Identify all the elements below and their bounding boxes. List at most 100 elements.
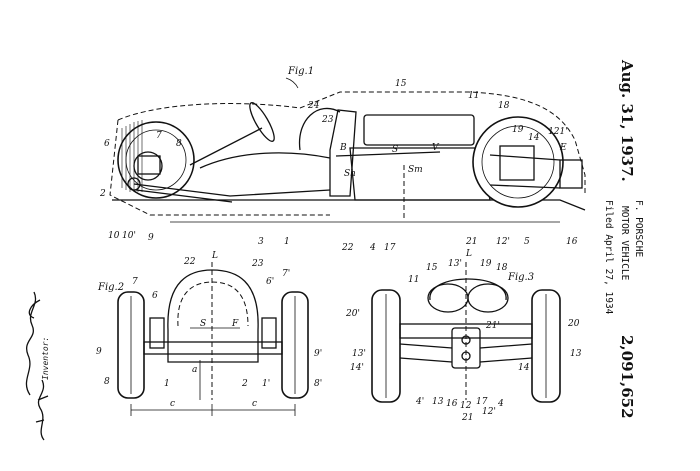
inventor-label: Inventor: xyxy=(41,337,50,380)
fig1-label-22: 22 xyxy=(341,243,354,253)
fig1-label-V: V xyxy=(432,143,440,153)
fig2-label-S: S xyxy=(200,319,206,329)
fig2-label-22: 22 xyxy=(183,257,196,267)
fig3-label-12: 12 xyxy=(460,401,472,411)
fig2-label-1: 1 xyxy=(164,379,170,389)
fig3-label-20: 20 xyxy=(567,319,580,329)
radiator-hatch xyxy=(121,120,143,192)
engine-block xyxy=(349,147,491,201)
fig3-label-21: 21 xyxy=(461,413,473,423)
fig1-label-12p: 12' xyxy=(496,237,510,247)
fig3-label-13: 13 xyxy=(570,349,582,359)
fig3-label-19: 19 xyxy=(480,259,492,269)
fig2-label-F: F xyxy=(231,319,239,329)
fig3-label-4p: 4' xyxy=(415,397,424,407)
steering-rod xyxy=(199,152,331,169)
engine-cover xyxy=(363,114,475,146)
fig1-label-24: 24 xyxy=(307,101,320,111)
fig1-label-14: 14 xyxy=(528,133,540,143)
figure-3: Fig.3 15 11 13' L 19 18 20' 21' 20 13' 1… xyxy=(345,249,582,423)
fig1-label-11: 11 xyxy=(468,91,479,101)
fig1-label-10: 10 xyxy=(108,231,120,241)
fig2-label-L: L xyxy=(211,251,218,261)
fig1-label-3: 3 xyxy=(258,237,264,247)
seat-curve xyxy=(298,107,341,151)
fig2-label-c-left: c xyxy=(170,399,175,409)
fig1-label-17: 17 xyxy=(384,243,396,253)
fig1-label-19: 19 xyxy=(512,125,524,135)
fig3-label-21p: 21' xyxy=(485,321,500,331)
fig1-label-21: 21 xyxy=(465,237,477,247)
axis-line xyxy=(335,151,441,157)
fig2-body xyxy=(167,269,259,363)
steering-column xyxy=(189,127,263,166)
fig3-label-20p: 20' xyxy=(345,309,360,319)
fig2-body-inner xyxy=(177,281,249,327)
fig2-right-kingpin xyxy=(261,317,277,349)
seat-back xyxy=(329,109,357,197)
fig2-label-9: 9 xyxy=(96,347,102,357)
fig2-label-7: 7 xyxy=(132,277,138,287)
fig3-engine-top xyxy=(429,278,507,301)
fig3-label-17: 17 xyxy=(476,397,488,407)
body-outline-top xyxy=(117,91,586,195)
fig2-label-2: 2 xyxy=(241,379,248,389)
fig2-label-9p: 9' xyxy=(314,349,322,359)
fig3-swing-axles xyxy=(399,343,533,363)
fig2-label-8: 8 xyxy=(104,377,110,387)
patent-title: MOTOR VEHICLE xyxy=(619,206,630,281)
patent-date: Aug. 31, 1937. xyxy=(618,59,636,182)
rear-gearbox xyxy=(499,145,535,181)
fig1-label-7: 7 xyxy=(156,131,162,141)
fig1-label-23: 23 xyxy=(321,115,334,125)
figure-1: Fig.1 15 xyxy=(99,66,586,253)
signature-scribble-1 xyxy=(25,291,41,396)
fig3-label-12p: 12' xyxy=(482,407,496,417)
fig3-label-15: 15 xyxy=(426,263,438,273)
fig3-label-16: 16 xyxy=(446,399,458,409)
fig2-label-c-right: c xyxy=(252,399,257,409)
fig1-label-S: S xyxy=(392,145,398,155)
fig1-label-9: 9 xyxy=(148,233,154,243)
inventor-signature: Inventor: xyxy=(25,291,50,441)
fig1-label-2: 2 xyxy=(99,189,106,199)
fig2-label-6p: 6' xyxy=(266,277,274,287)
fig1-label-1: 1 xyxy=(284,237,290,247)
patent-number: 2,091,652 xyxy=(618,335,636,419)
fig1-label-16: 16 xyxy=(566,237,578,247)
chassis-frame xyxy=(112,199,586,211)
fig3-label-4: 4 xyxy=(497,399,504,409)
filed-date: Filed April 27, 1934 xyxy=(603,200,614,315)
fig2-label-1p: 1' xyxy=(262,379,270,389)
body-outline-front xyxy=(109,119,330,216)
fig2-caption: Fig.2 xyxy=(97,282,124,293)
fig1-caption: Fig.1 xyxy=(287,66,314,77)
fig3-label-11: 11 xyxy=(408,275,419,285)
fig3-label-18: 18 xyxy=(496,263,508,273)
figure-2: Fig.2 22 L 23 7 6 6' 7' 9 9' 8 8' 1 2 xyxy=(96,251,322,416)
fig1-label-6: 6 xyxy=(104,139,110,149)
fig3-label-13p-top: 13' xyxy=(448,259,462,269)
inventor-name: F. PORSCHE xyxy=(633,200,644,257)
fig2-label-8p: 8' xyxy=(314,379,322,389)
fig1-label-E: E xyxy=(559,143,567,153)
fig2-axle xyxy=(143,341,283,355)
fig1-label-15: 15 xyxy=(395,79,407,89)
rear-wheel-tire xyxy=(472,116,564,208)
fig3-label-14: 14 xyxy=(518,363,530,373)
fig2-label-a: a xyxy=(192,365,197,375)
drag-link xyxy=(133,183,331,197)
drag-link-lower xyxy=(135,189,233,203)
fig3-label-14p: 14' xyxy=(350,363,364,373)
fig1-label-10p: 10' xyxy=(122,231,136,241)
fig3-label-L: L xyxy=(465,249,472,259)
signature-scribble-2 xyxy=(35,379,49,441)
fig2-label-23: 23 xyxy=(251,259,264,269)
fig1-label-18: 18 xyxy=(498,101,510,111)
fig1-label-4: 4 xyxy=(369,243,376,253)
fig1-label-121p: 121' xyxy=(548,127,568,137)
fig1-label-Sh: Sh xyxy=(344,169,356,179)
fig2-label-7p: 7' xyxy=(282,269,290,279)
